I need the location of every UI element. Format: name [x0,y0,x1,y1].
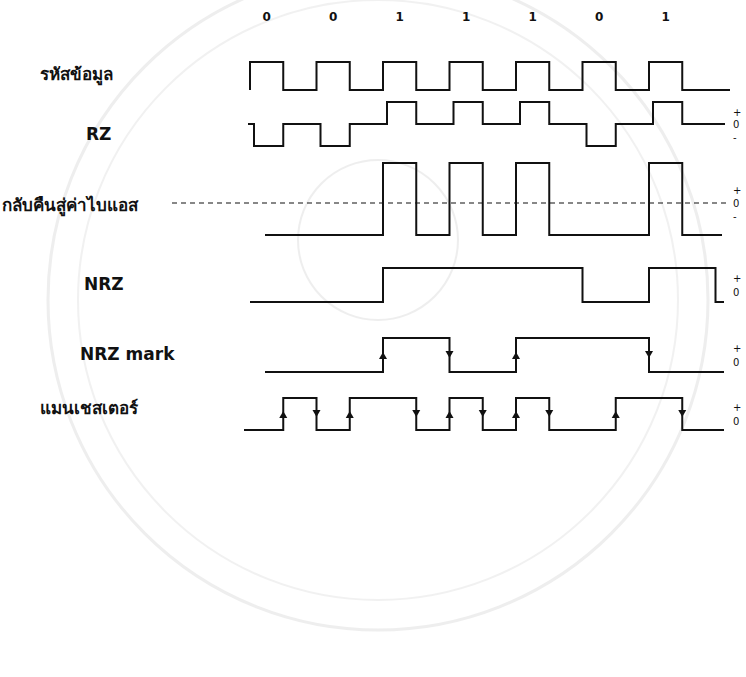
bit-value: 0 [262,11,270,24]
level-mark: + [733,273,741,284]
data-clock-wave [250,62,730,90]
emblem-ring [48,0,708,630]
level-mark: - [733,211,737,222]
level-mark: 0 [733,416,739,427]
watermark-emblem [48,0,708,630]
level-mark: + [733,343,741,354]
row-label: รหัสข้อมูล [40,65,113,84]
level-mark: 0 [733,357,739,368]
bit-value: 1 [661,11,669,24]
rz-wave [248,102,725,146]
bit-value: 1 [395,11,403,24]
emblem-center [298,160,458,320]
row-label: แมนเชสเตอร์ [40,399,138,418]
bit-value: 1 [528,11,536,24]
manchester-wave [244,398,724,430]
level-mark: - [733,132,737,143]
row-label: กลับคืนสู่ค่าไบแอส [2,196,138,215]
waveform-group [172,62,730,430]
level-mark: 0 [733,287,739,298]
row-label: NRZ [84,275,124,294]
row-label: NRZ mark [80,345,174,364]
level-mark: 0 [733,119,739,130]
nrz-mark-wave [265,338,724,372]
level-mark: 0 [733,198,739,209]
bias-return-wave [265,163,722,235]
row-label: RZ [86,125,111,144]
bit-value: 0 [595,11,603,24]
level-mark: + [733,402,741,413]
nrz-wave [250,268,724,302]
level-mark: + [733,107,741,118]
bit-value: 1 [462,11,470,24]
bit-value: 0 [329,11,337,24]
level-mark: + [733,185,741,196]
